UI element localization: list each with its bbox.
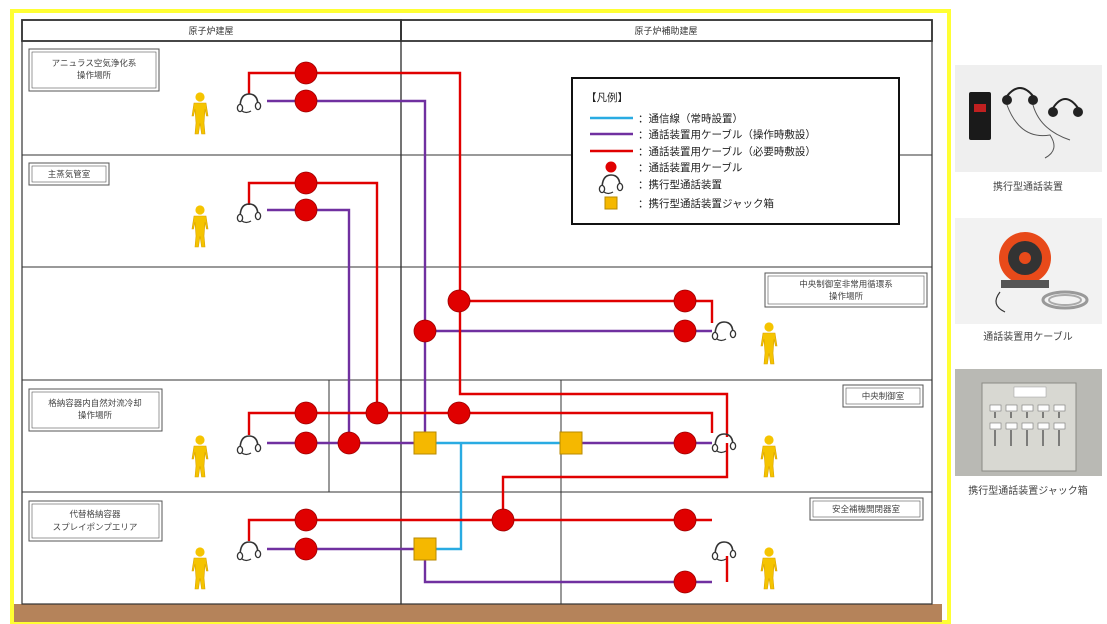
jack-box-photo — [955, 369, 1102, 476]
area-safety-switchgear-label: 安全補機開閉器室 — [810, 498, 923, 520]
photo-caption-jack-box: 携行型通話装置ジャック箱 — [968, 484, 1088, 497]
legend-jack-box-icon — [605, 197, 617, 209]
legend-item-2: ：通話装置用ケーブル（必要時敷設） — [638, 145, 816, 158]
auxiliary-building-title: 原子炉補助建屋 — [634, 25, 697, 37]
area-main-steam-label: 主蒸気管室 — [29, 163, 109, 185]
svg-text:格納容器内自然対流冷却: 格納容器内自然対流冷却 — [48, 398, 142, 409]
legend-item-4: ：携行型通話装置 — [638, 178, 722, 191]
legend-title: 【凡例】 — [586, 91, 628, 104]
svg-text:スプレイポンプエリア: スプレイポンプエリア — [53, 523, 138, 533]
area-annulus-label: アニュラス空気浄化系 操作場所 — [29, 49, 159, 91]
portable-phone-set-photo — [955, 65, 1102, 172]
svg-text:操作場所: 操作場所 — [829, 291, 864, 302]
svg-text:アニュラス空気浄化系: アニュラス空気浄化系 — [52, 58, 137, 69]
legend-item-3: ：通話装置用ケーブル — [638, 161, 742, 174]
svg-text:主蒸気管室: 主蒸気管室 — [48, 169, 91, 180]
legend-item-0: ：通信線（常時設置） — [638, 112, 743, 125]
legend-red-dot-icon — [606, 162, 617, 173]
legend: 【凡例】 ：通信線（常時設置） ：通話装置用ケーブル（操作時敷設） ：通話装置用… — [572, 78, 899, 224]
area-cr-ventilation-label: 中央制御室非常用循環系 操作場所 — [765, 273, 927, 307]
ground-strip — [14, 604, 942, 622]
reactor-building-title: 原子炉建屋 — [188, 25, 233, 37]
legend-item-1: ：通話装置用ケーブル（操作時敷設） — [638, 128, 816, 141]
svg-text:中央制御室: 中央制御室 — [862, 391, 905, 402]
area-spray-pump-label: 代替格納容器 スプレイポンプエリア — [29, 501, 162, 541]
legend-item-5: ：携行型通話装置ジャック箱 — [638, 197, 774, 210]
svg-text:中央制御室非常用循環系: 中央制御室非常用循環系 — [799, 279, 893, 290]
cable-reel-photo — [955, 218, 1102, 324]
photo-caption-phone: 携行型通話装置 — [993, 180, 1063, 193]
svg-text:操作場所: 操作場所 — [77, 70, 112, 81]
area-control-room-label: 中央制御室 — [843, 385, 923, 407]
svg-text:操作場所: 操作場所 — [78, 410, 113, 421]
svg-text:安全補機開閉器室: 安全補機開閉器室 — [832, 504, 901, 515]
photo-caption-cable: 通話装置用ケーブル — [983, 330, 1072, 343]
area-containment-cooling-label: 格納容器内自然対流冷却 操作場所 — [29, 389, 162, 431]
svg-text:代替格納容器: 代替格納容器 — [69, 509, 121, 520]
